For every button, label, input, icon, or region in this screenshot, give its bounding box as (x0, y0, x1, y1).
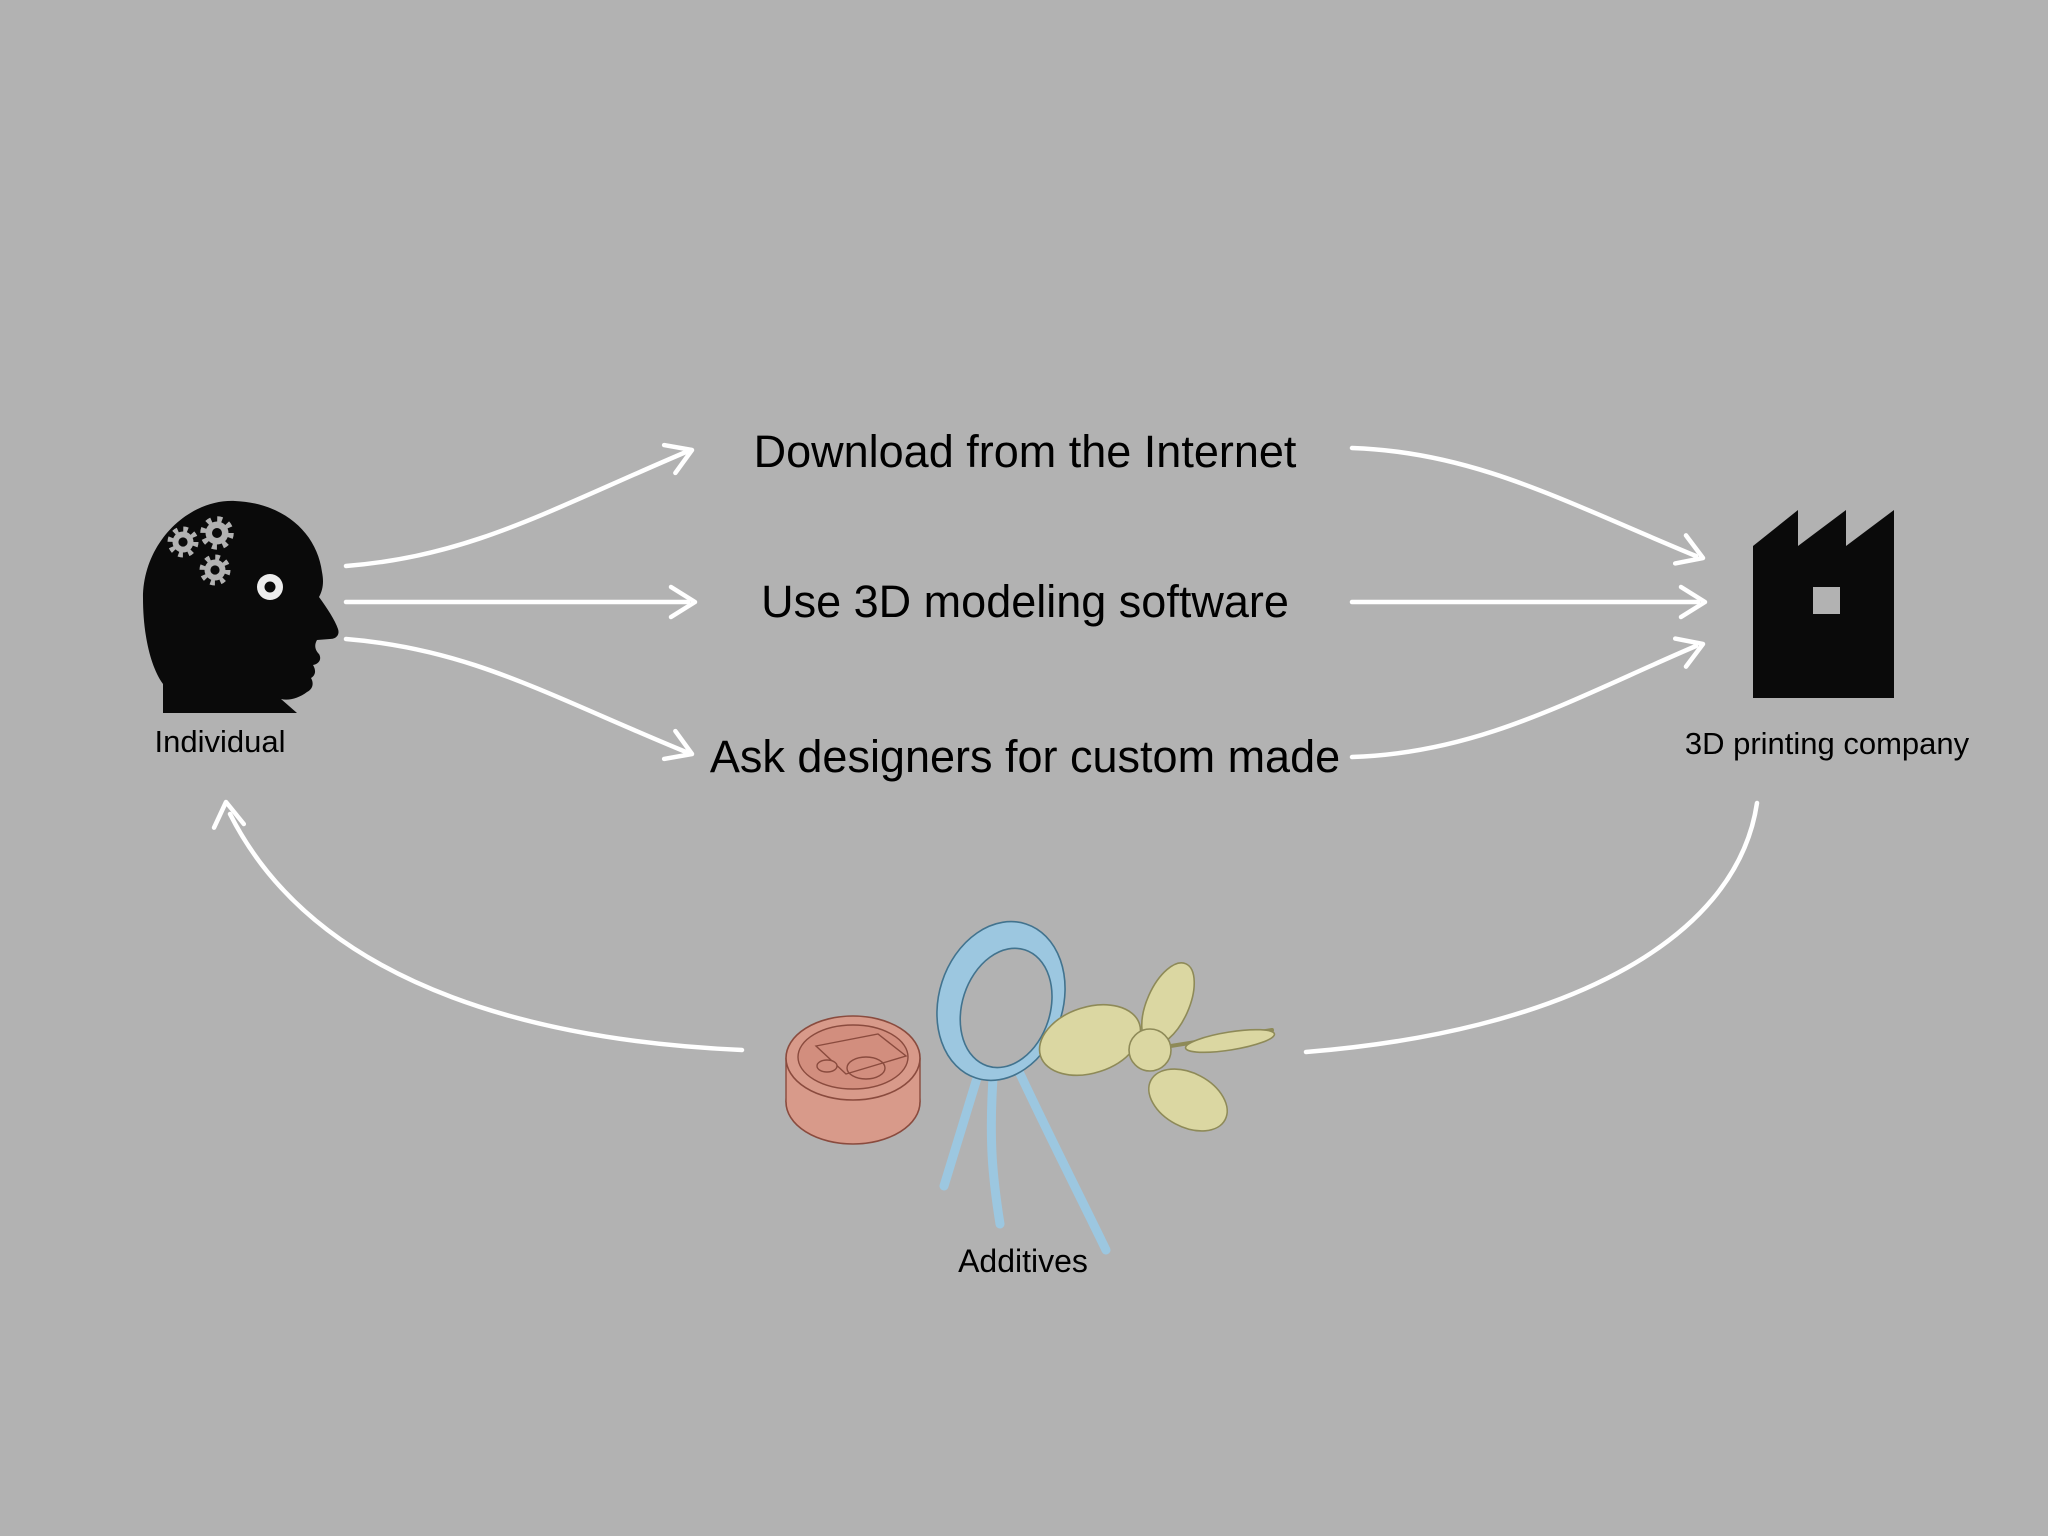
factory-icon (1753, 510, 1894, 698)
arrow-designers-to-company (1349, 643, 1699, 760)
head-silhouette (143, 500, 339, 713)
additives-label: Additives (958, 1243, 1088, 1279)
curve-company-to-additives (1303, 800, 1760, 1055)
printed-dish-object (785, 1015, 921, 1145)
gear-icon-1 (167, 526, 199, 558)
arrowhead-designers-to-company (1672, 636, 1706, 669)
arrowhead-to-individual (211, 799, 247, 830)
arrow-download-to-company (1349, 445, 1699, 559)
arrowhead-to-designers (661, 728, 695, 762)
factory-building (1753, 510, 1894, 698)
arrowhead-download-to-company (1672, 533, 1706, 566)
head-with-gears-icon (143, 500, 339, 713)
eye-pupil (264, 581, 276, 593)
curve-additives-to-individual (227, 811, 745, 1053)
printed-propeller-object (1038, 962, 1276, 1132)
gear-icon-2 (200, 516, 234, 550)
option-label-software: Use 3D modeling software (761, 576, 1289, 627)
company-label: 3D printing company (1684, 726, 1970, 761)
return-loop-arrows (211, 799, 1760, 1055)
arrows-individual-to-options (343, 442, 698, 762)
arrowhead-to-software (668, 584, 698, 620)
arrowhead-to-download (661, 442, 695, 476)
arrows-options-to-company (1349, 445, 1708, 760)
arrow-to-designers (343, 636, 689, 755)
printed-ring-tripod-object (936, 920, 1111, 1255)
arrow-to-download (343, 449, 689, 569)
option-label-download: Download from the Internet (753, 426, 1297, 477)
option-label-designers: Ask designers for custom made (709, 731, 1341, 782)
gear-icon-3 (199, 554, 231, 586)
arrowhead-software-to-company (1678, 584, 1708, 620)
individual-label: Individual (154, 724, 286, 759)
